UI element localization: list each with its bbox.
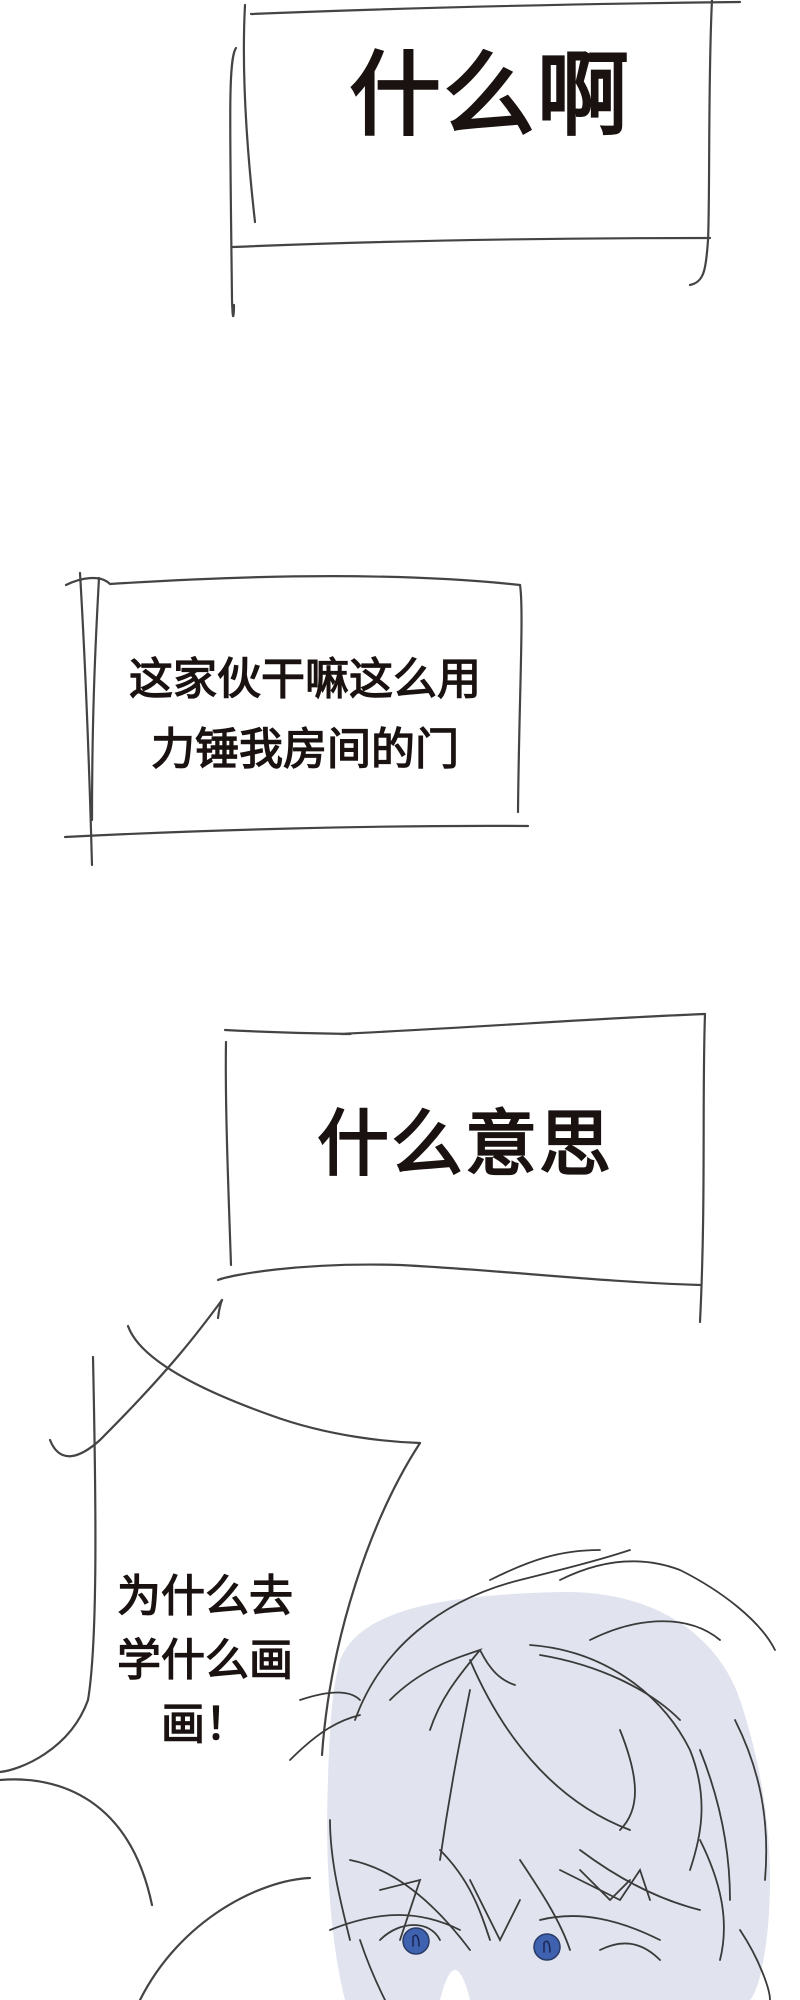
speech-box-1-outline: [229, 0, 742, 318]
speech-box-2-line-1: 这家伙干嘛这么用: [129, 654, 481, 705]
speech-box-3-text: 什么意思: [316, 1102, 613, 1186]
speech-bubble-4-line-2: 学什么画: [117, 1635, 293, 1686]
speech-box-2-line-2: 力锤我房间的门: [151, 724, 459, 775]
speech-box-3-outline: [216, 1012, 707, 1324]
speech-bubble-4-outline: [0, 1298, 422, 2000]
speech-box-1-text: 什么啊: [348, 42, 631, 149]
speech-box-2-outline: [63, 571, 530, 867]
character-hair-shade: [327, 1591, 770, 2000]
right-eye: [533, 1933, 561, 1961]
speech-bubble-4-line-3: 画！: [161, 1699, 249, 1750]
speech-bubble-4-line-1: 为什么去: [117, 1571, 293, 1622]
character-sketch-lines: [289, 1549, 776, 2000]
character-eyes: [402, 1927, 561, 1961]
speech-box-2-text: 这家伙干嘛这么用 力锤我房间的门: [100, 645, 510, 785]
speech-bubble-4-text: 为什么去 学什么画 画！: [105, 1565, 305, 1757]
left-eye: [402, 1927, 430, 1955]
